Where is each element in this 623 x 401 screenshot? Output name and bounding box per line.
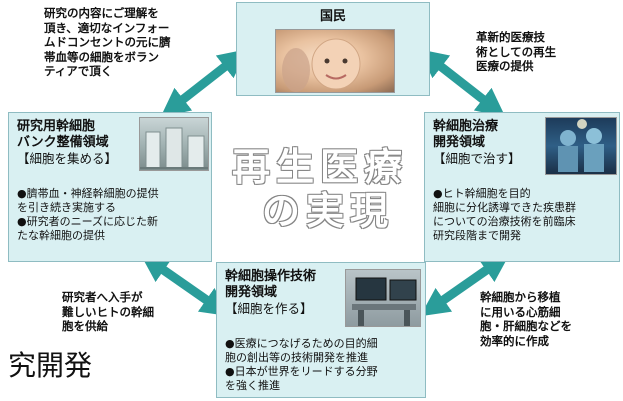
note-line: 頂き、適切なインフォー — [44, 20, 170, 35]
note-line: ティアで頂く — [44, 64, 113, 78]
note-top-right: 革新的医療技 術としての再生 医療の提供 — [476, 30, 556, 74]
note-top-left: 研究の内容にご理解を 頂き、適切なインフォー ムドコンセントの元に臍 帯血等の細… — [44, 6, 171, 79]
bottom-box-bullet-line: ●日本が世界をリードする分野 — [225, 365, 378, 378]
surgeons-icon — [558, 119, 604, 172]
note-line: 研究者へ入手が — [62, 290, 143, 304]
note-line: 胞・肝細胞などを — [480, 319, 572, 333]
note-bottom-right: 幹細胞から移植 に用いる心筋細 胞・肝細胞などを 効率的に作成 — [480, 290, 572, 348]
note-line: 幹細胞から移植 — [480, 290, 561, 304]
top-box-nation: 国民 — [236, 2, 430, 96]
note-line: 胞を供給 — [62, 319, 108, 333]
arrow-bottom-left — [140, 253, 230, 317]
right-box-bullet-line: 細胞に分化誘導できた疾患群 — [433, 201, 576, 214]
bottom-box-bullet-line: ●医療につなげるための目的細 — [225, 337, 378, 350]
note-line: 革新的医療技 — [476, 30, 545, 44]
right-box-bullet-line: 研究段階まで開発 — [433, 229, 521, 242]
note-line: に用いる心筋細 — [480, 304, 561, 319]
background-text-fragment: 究開発 — [8, 349, 93, 382]
left-box-bullet-line: たな幹細胞の提供 — [17, 229, 105, 242]
arrow-top-right — [418, 49, 506, 117]
note-line: 帯血等の細胞をボラン — [44, 49, 159, 64]
bottom-box-subtitle: 【細胞を作る】 — [225, 301, 313, 316]
note-line: 効率的に作成 — [480, 333, 549, 348]
arrow-bottom-right — [420, 253, 510, 317]
left-box-bullet-line: ●研究者のニーズに応じた新 — [17, 215, 159, 228]
right-box-subtitle: 【細胞で治す】 — [433, 151, 521, 166]
right-box-bullet-line: についての治療技術を前臨床 — [433, 215, 576, 228]
baby-photo — [275, 29, 395, 93]
bottom-box-bullet-line: を強く推進 — [225, 379, 280, 392]
right-box-bullet-line: ●ヒト幹細胞を目的 — [433, 187, 531, 200]
baby-face-icon — [282, 38, 361, 92]
note-line: 術としての再生 — [476, 44, 557, 59]
bottom-box-cell-manipulation: 幹細胞操作技術 開発領域 【細胞を作る】 ●医療につなげるための目的細 胞の創出… — [216, 262, 426, 398]
left-box-stem-cell-bank: 研究用幹細胞 バンク整備領域 【細胞を集める】 ●臍帯血・神経幹細胞の提供 を引… — [8, 112, 212, 262]
bottom-box-bullet-line: 胞の創出等の技術開発を推進 — [225, 351, 368, 364]
top-box-title: 国民 — [319, 9, 346, 24]
note-line: ムドコンセントの元に臍 — [44, 35, 171, 49]
note-line: 難しいヒトの幹細 — [62, 304, 154, 319]
left-box-subtitle: 【細胞を集める】 — [17, 151, 118, 166]
left-box-bullet-line: ●臍帯血・神経幹細胞の提供 — [17, 187, 159, 200]
right-box-title-line2: 開発領域 — [433, 135, 486, 150]
left-box-title-line1: 研究用幹細胞 — [17, 119, 96, 134]
bottom-box-title-line2: 開発領域 — [225, 285, 278, 300]
left-box-bullet-line: を引き続き実施する — [17, 201, 116, 214]
right-box-stem-cell-therapy: 幹細胞治療 開発領域 【細胞で治す】 ●ヒト幹細胞を目的 細胞に分化誘導できた疾… — [424, 112, 620, 262]
center-title-line1: 再生医療 — [232, 144, 409, 189]
note-bottom-left: 研究者へ入手が 難しいヒトの幹細 胞を供給 — [62, 290, 154, 334]
computer-workstation-icon — [352, 277, 417, 326]
surgery-photo — [545, 117, 617, 175]
right-box-title-line1: 幹細胞治療 — [433, 119, 499, 134]
note-line: 医療の提供 — [476, 59, 534, 73]
note-line: 研究の内容にご理解を — [44, 6, 159, 20]
center-title-line2: の実現 — [262, 188, 395, 233]
lab-photo — [139, 117, 209, 171]
lab-equipment-icon — [140, 127, 208, 169]
workstation-photo — [345, 269, 421, 327]
bottom-box-title-line1: 幹細胞操作技術 — [225, 269, 317, 284]
arrow-top-left — [160, 49, 248, 117]
left-box-title-line2: バンク整備領域 — [17, 135, 109, 150]
